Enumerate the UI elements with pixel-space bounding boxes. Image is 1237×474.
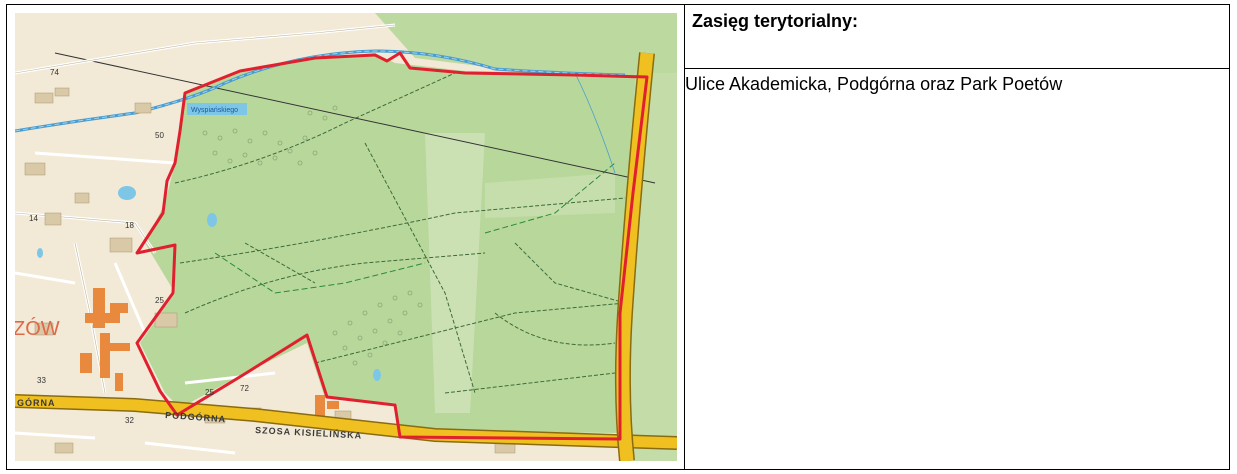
document-table: Wyspiańskiego bbox=[6, 4, 1230, 470]
pond-1 bbox=[118, 186, 136, 200]
label-num-74: 74 bbox=[50, 68, 59, 77]
label-street-west: GÓRNA bbox=[17, 397, 56, 408]
label-num-33: 33 bbox=[37, 376, 46, 385]
label-num-50: 50 bbox=[155, 131, 164, 140]
clearing bbox=[425, 133, 485, 413]
pond-3 bbox=[373, 369, 381, 381]
label-num-32: 32 bbox=[125, 416, 134, 425]
forest-paths bbox=[174, 72, 626, 394]
label-street-podgorna: PODGÓRNA bbox=[165, 409, 227, 424]
forest-north bbox=[375, 13, 677, 83]
orchard-south bbox=[332, 290, 423, 366]
map-cell: Wyspiańskiego bbox=[7, 5, 685, 469]
territory-map: Wyspiańskiego bbox=[15, 13, 677, 461]
section-title: Zasięg terytorialny: bbox=[692, 11, 859, 31]
label-num-14: 14 bbox=[29, 214, 38, 223]
label-district: ZÓW bbox=[15, 317, 60, 340]
label-num-72: 72 bbox=[240, 384, 249, 393]
header-cell: Zasięg terytorialny: bbox=[685, 5, 1229, 69]
buildings-orange bbox=[80, 288, 339, 417]
label-num-18: 18 bbox=[125, 221, 134, 230]
clearing-east bbox=[485, 173, 615, 218]
water-label: Wyspiańskiego bbox=[191, 107, 238, 114]
label-num-25b: 25 bbox=[155, 296, 164, 305]
pond-4 bbox=[37, 248, 43, 258]
green-trails bbox=[214, 162, 616, 294]
label-num-25: 25 bbox=[205, 388, 214, 397]
water-label-bg bbox=[187, 103, 247, 115]
pond-2 bbox=[207, 213, 217, 227]
territory-boundary bbox=[135, 51, 649, 441]
park-area bbox=[140, 53, 647, 433]
power-line bbox=[54, 52, 656, 184]
creek bbox=[574, 72, 616, 174]
territory-description: Ulice Akademicka, Podgórna oraz Park Poe… bbox=[685, 74, 1063, 94]
orchard-north bbox=[202, 105, 338, 166]
